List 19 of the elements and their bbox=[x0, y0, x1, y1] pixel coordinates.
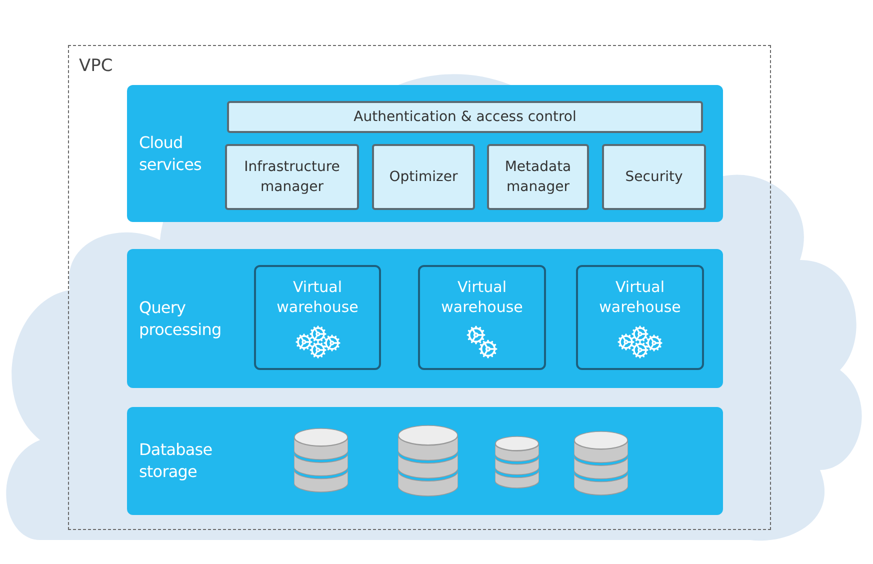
warehouse-box bbox=[254, 265, 381, 370]
warehouse-box bbox=[418, 265, 546, 370]
layer-band bbox=[127, 85, 723, 222]
vpc-label: VPC bbox=[79, 55, 113, 78]
layer-label: Cloud services bbox=[139, 132, 202, 176]
warehouse-label: Virtual warehouse bbox=[598, 277, 682, 317]
warehouse-label: Virtual warehouse bbox=[440, 277, 524, 317]
layer-band bbox=[127, 249, 723, 388]
layer-label: Database storage bbox=[139, 439, 214, 483]
layer-band bbox=[127, 407, 723, 515]
layer-label: Query processing bbox=[139, 296, 222, 340]
service-box: Authentication & access control bbox=[227, 101, 703, 133]
service-box: Optimizer bbox=[372, 144, 475, 210]
service-box: Security bbox=[602, 144, 706, 210]
warehouse-label: Virtual warehouse bbox=[276, 277, 360, 317]
service-box: Metadata manager bbox=[487, 144, 589, 210]
vpc-boundary bbox=[68, 45, 771, 530]
warehouse-box bbox=[576, 265, 704, 370]
service-box: Infrastructure manager bbox=[225, 144, 359, 210]
